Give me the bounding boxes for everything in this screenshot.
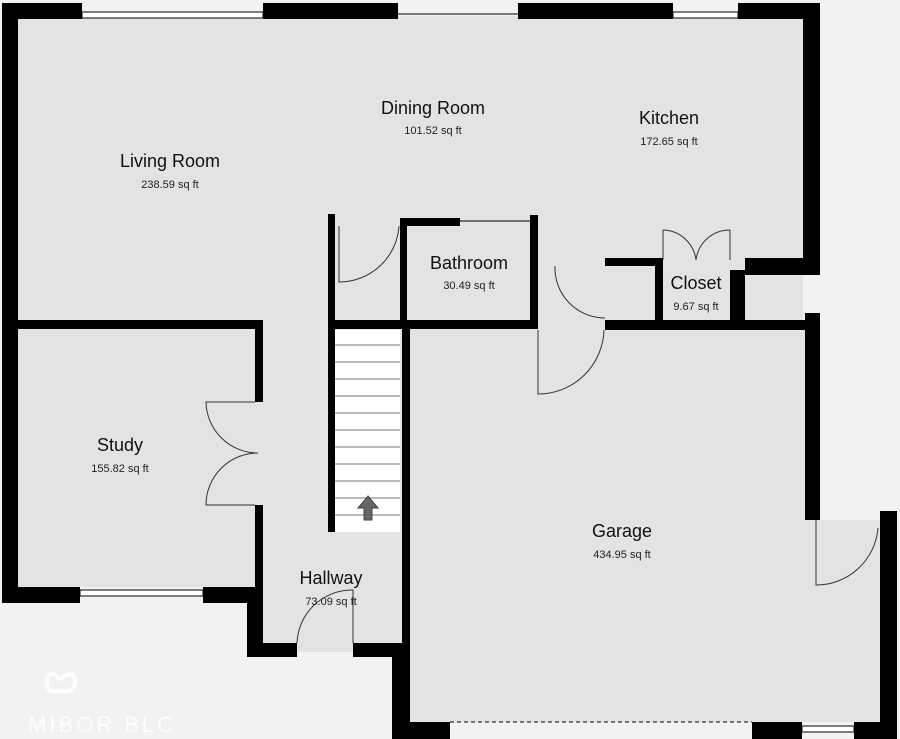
room-area: 434.95 sq ft: [593, 549, 651, 561]
room-area: 155.82 sq ft: [91, 463, 149, 475]
room-area: 9.67 sq ft: [673, 301, 718, 313]
room-name: Study: [97, 435, 143, 455]
watermark-text: MIBOR BLC: [28, 712, 176, 737]
room-name: Hallway: [299, 568, 362, 588]
room-dining: Dining Room 101.52 sq ft: [381, 98, 485, 137]
room-kitchen: Kitchen 172.65 sq ft: [639, 108, 699, 148]
room-bathroom: Bathroom 30.49 sq ft: [430, 253, 508, 292]
room-name: Living Room: [120, 151, 220, 171]
room-study: Study 155.82 sq ft: [91, 435, 149, 475]
room-area: 101.52 sq ft: [404, 125, 462, 137]
room-area: 30.49 sq ft: [443, 280, 494, 292]
room-name: Kitchen: [639, 108, 699, 128]
staircase: [335, 330, 400, 532]
infinity-logo-icon: [44, 672, 77, 694]
floor-areas: [18, 16, 880, 722]
watermark: MIBOR BLC: [28, 672, 176, 737]
room-name: Bathroom: [430, 253, 508, 273]
room-area: 73.09 sq ft: [305, 596, 356, 608]
room-hallway: Hallway 73.09 sq ft: [299, 568, 362, 608]
room-area: 238.59 sq ft: [141, 179, 199, 191]
room-closet: Closet 9.67 sq ft: [670, 273, 721, 313]
room-name: Closet: [670, 273, 721, 293]
doors: [205, 225, 879, 644]
room-name: Garage: [592, 521, 652, 541]
room-garage: Garage 434.95 sq ft: [592, 521, 652, 561]
room-name: Dining Room: [381, 98, 485, 118]
windows: [79, 11, 855, 733]
walls: [2, 3, 897, 739]
stairs-up-arrow-icon: [356, 495, 380, 521]
room-living: Living Room 238.59 sq ft: [120, 151, 220, 191]
room-area: 172.65 sq ft: [640, 136, 698, 148]
